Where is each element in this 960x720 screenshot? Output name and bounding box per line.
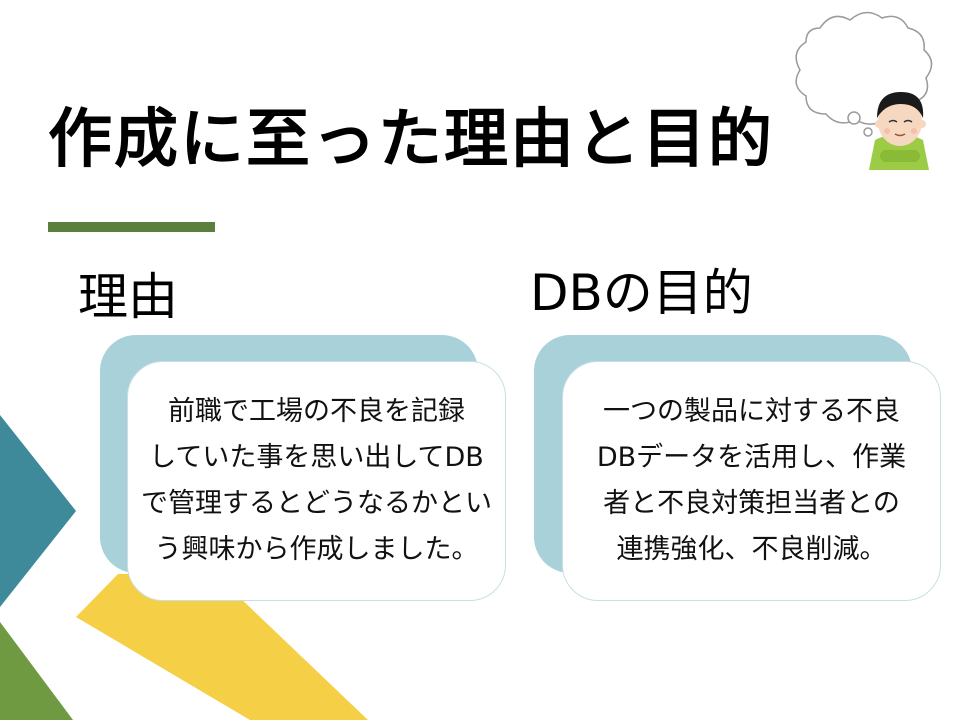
teal-chevron-shape <box>0 415 76 607</box>
title-underline-bar <box>48 222 215 232</box>
purpose-heading: DBの目的 <box>530 264 753 322</box>
reason-card: 前職で工場の不良を記録 していた事を思い出してDB で管理するとどうなるかとい … <box>127 361 506 601</box>
yellow-stripe-shape <box>76 574 368 720</box>
reason-text: 前職で工場の不良を記録 していた事を思い出してDB で管理するとどうなるかとい … <box>141 396 492 565</box>
reason-heading: 理由 <box>78 268 178 326</box>
purpose-card: 一つの製品に対する不良 DBデータを活用し、作業 者と不良対策担当者との 連携強… <box>562 361 941 601</box>
thinking-person-icon <box>869 92 929 170</box>
slide-title: 作成に至った理由と目的 <box>48 103 774 177</box>
purpose-text: 一つの製品に対する不良 DBデータを活用し、作業 者と不良対策担当者との 連携強… <box>596 396 907 565</box>
green-triangle-shape <box>0 622 73 720</box>
